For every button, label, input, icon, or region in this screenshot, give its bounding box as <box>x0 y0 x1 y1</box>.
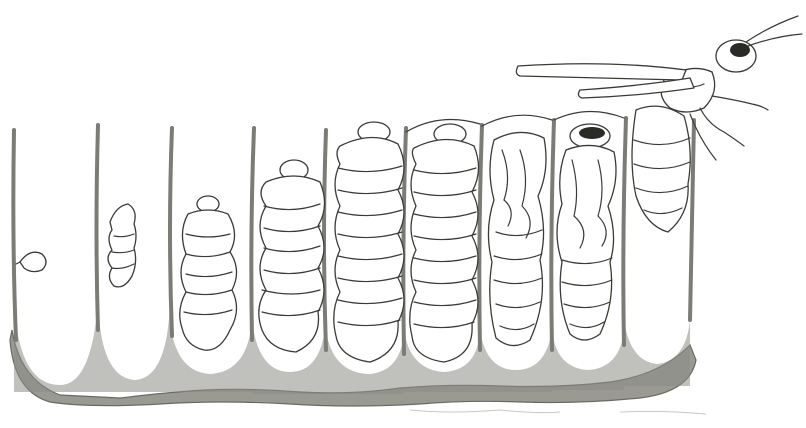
prepupa <box>410 124 479 362</box>
large-larva <box>259 160 325 352</box>
emerging-adult-wasp <box>516 16 802 232</box>
small-larva <box>108 204 136 287</box>
egg <box>16 252 46 271</box>
mature-larva <box>334 122 404 362</box>
medium-larva <box>180 196 237 350</box>
faint-scribble <box>410 410 706 414</box>
pupa <box>488 132 546 345</box>
late-pupa <box>557 124 616 340</box>
